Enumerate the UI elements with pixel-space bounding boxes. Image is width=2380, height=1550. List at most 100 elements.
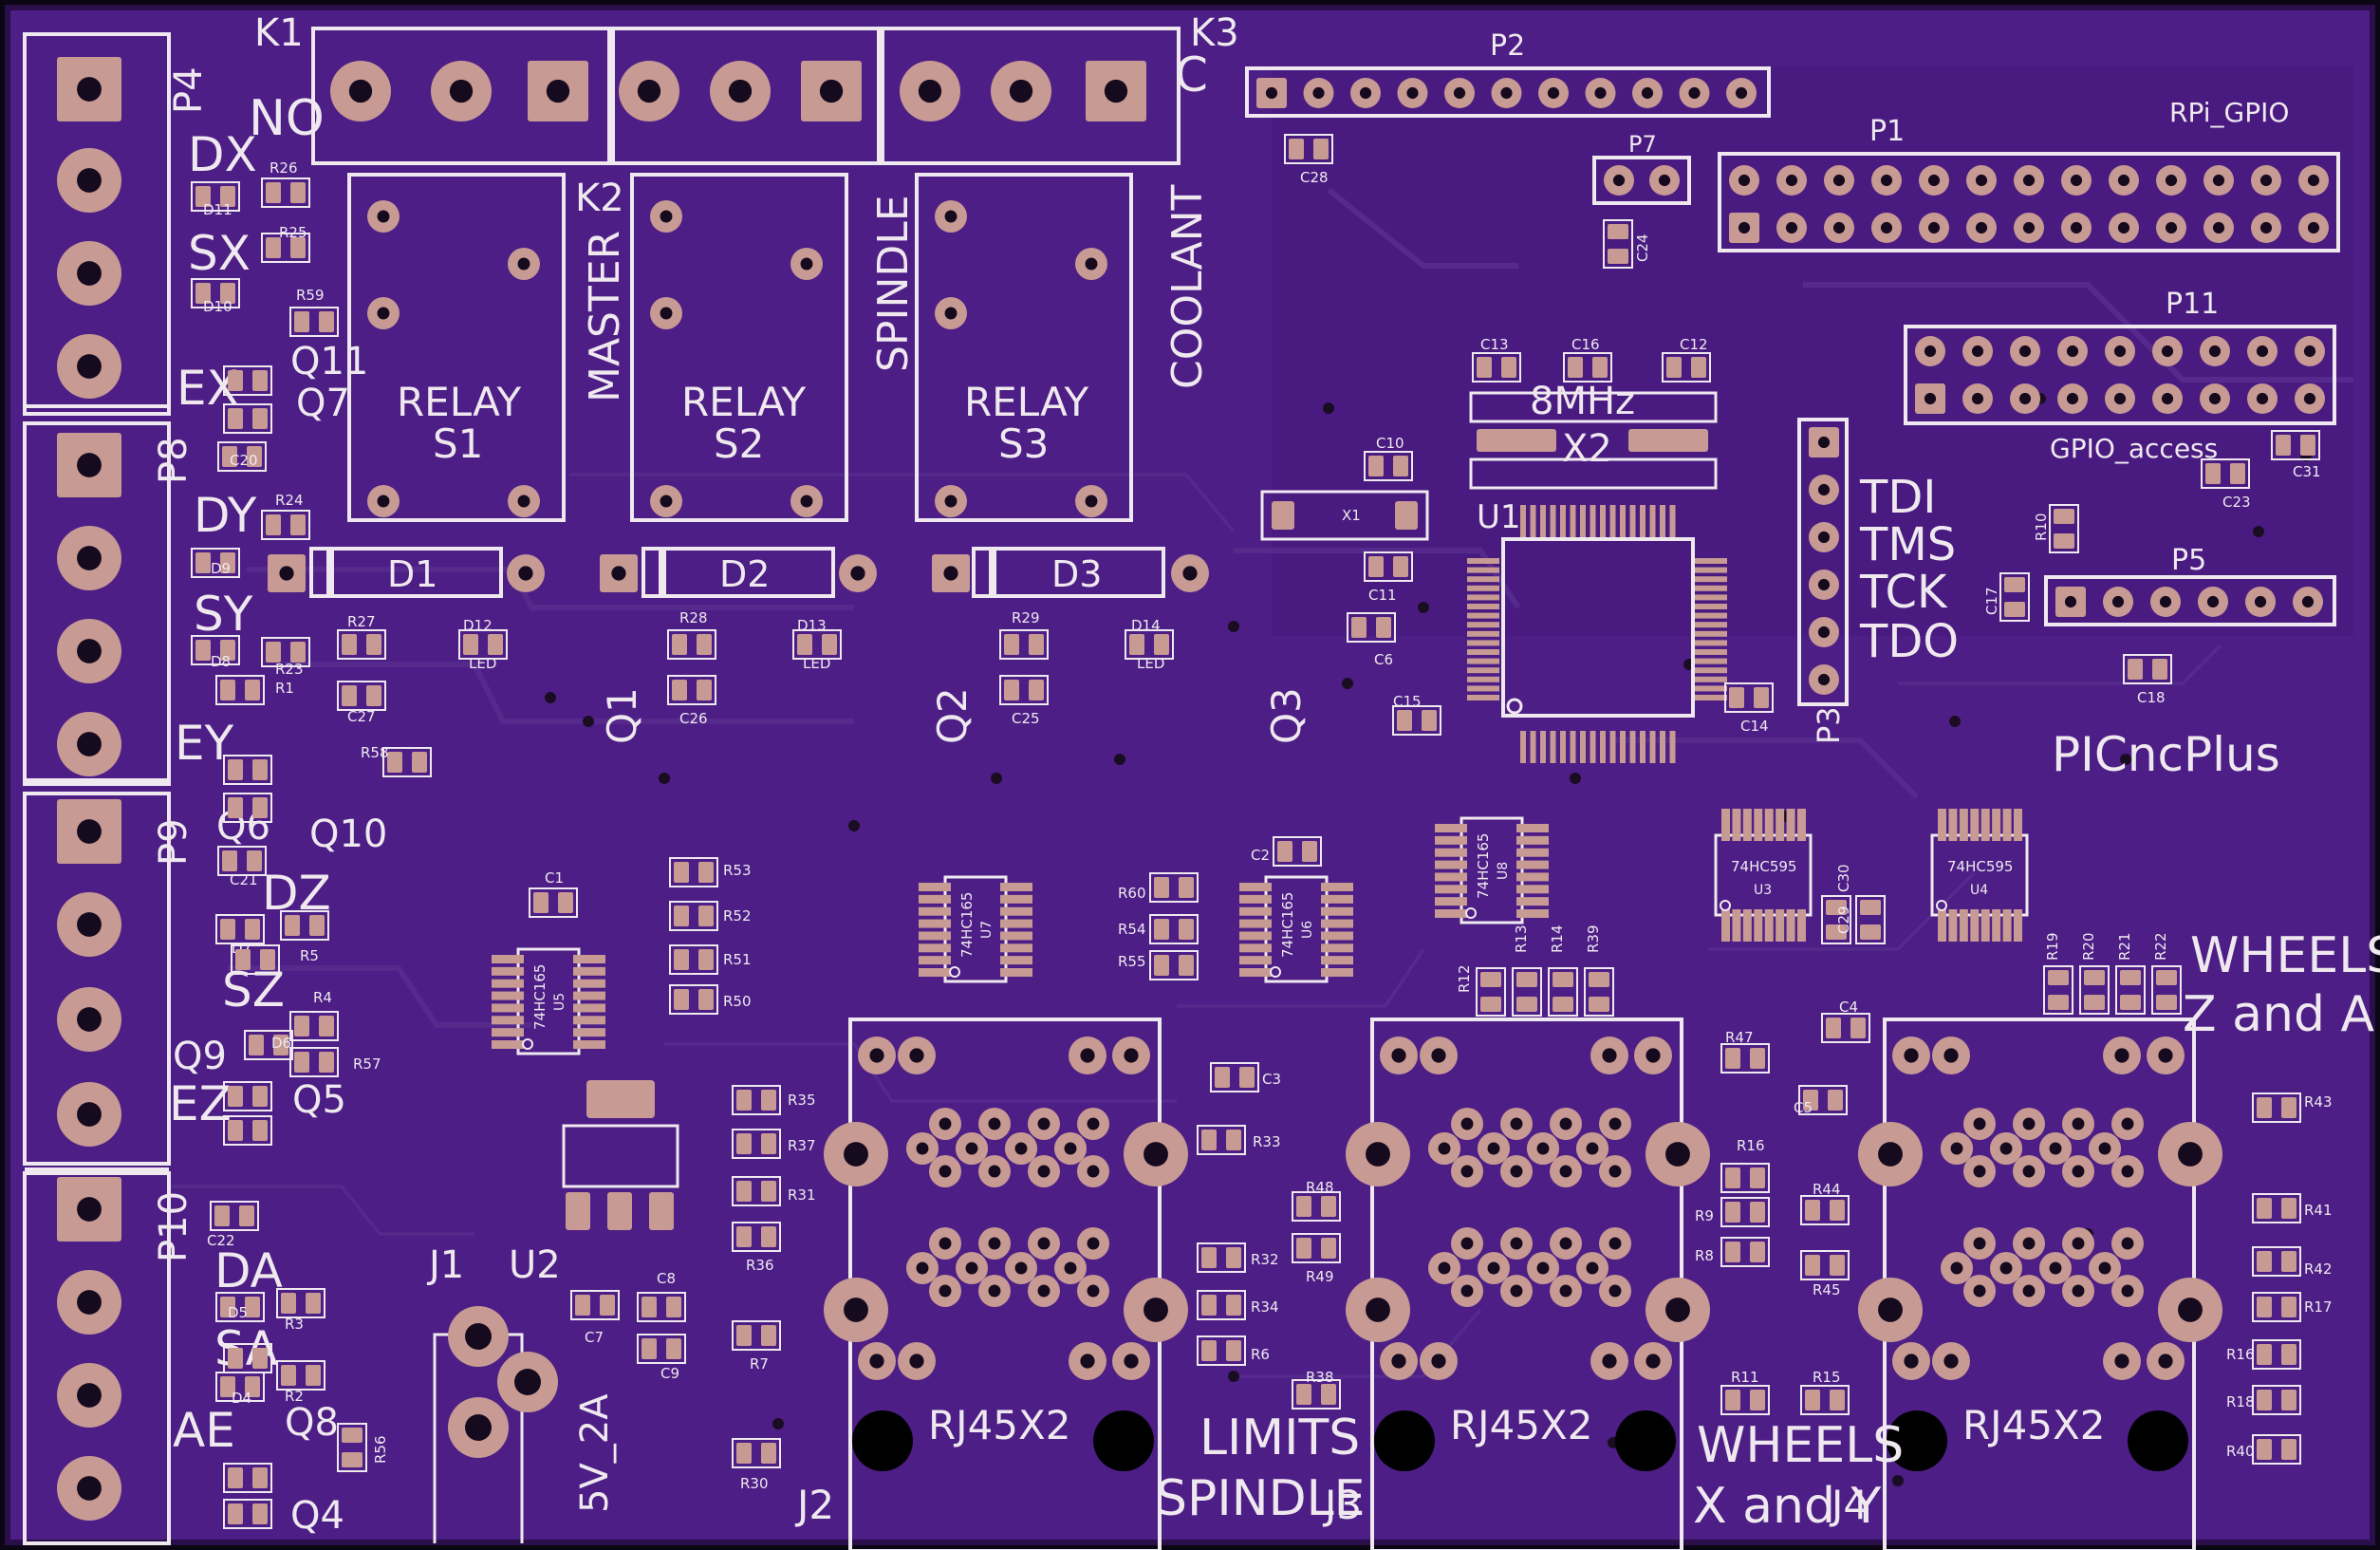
part-ref: R8 bbox=[1695, 1247, 1714, 1264]
part-ref: R2 bbox=[285, 1388, 304, 1405]
smd-part: C10 bbox=[1364, 435, 1413, 481]
rj45-pin bbox=[2111, 1227, 2144, 1260]
rj45-pin bbox=[1478, 1252, 1510, 1284]
ref-p5: P5 bbox=[2171, 544, 2206, 577]
part-ref: R6 bbox=[1251, 1346, 1270, 1363]
rj45-mount bbox=[1124, 1278, 1188, 1342]
part-ref: R25 bbox=[279, 224, 307, 241]
part-ref: R3 bbox=[285, 1316, 304, 1333]
smd-part: R7 bbox=[732, 1320, 781, 1373]
ref-p8: P8 bbox=[152, 437, 195, 484]
header-pin bbox=[1729, 213, 1759, 243]
rj45-pin bbox=[1054, 1132, 1087, 1165]
rj45-mount bbox=[2158, 1122, 2222, 1186]
rj45-shield bbox=[1380, 1342, 1418, 1380]
part-ref: R54 bbox=[1118, 921, 1146, 938]
diode-pads bbox=[268, 554, 1209, 592]
led-tag-2: LED bbox=[803, 655, 830, 672]
terminal-pad bbox=[57, 1363, 121, 1428]
smd-part: R53 bbox=[669, 857, 752, 887]
ref-k3: K3 bbox=[1190, 11, 1239, 55]
label-8mhz: 8MHz bbox=[1530, 380, 1635, 423]
connector-k3 bbox=[881, 27, 1181, 165]
smd-part: R36 bbox=[732, 1222, 781, 1274]
rj45-pin bbox=[2013, 1227, 2045, 1260]
part-ref: R33 bbox=[1253, 1133, 1281, 1150]
part-ref: C10 bbox=[1376, 435, 1404, 452]
relay-pads bbox=[367, 200, 1107, 517]
part-ref: C30 bbox=[1835, 864, 1852, 892]
diode-pad bbox=[600, 554, 638, 592]
smd-part: R26 bbox=[261, 159, 310, 208]
diode-pad bbox=[1171, 554, 1209, 592]
header-pin bbox=[1809, 475, 1839, 505]
rj45-pin bbox=[1077, 1227, 1109, 1260]
header-pin bbox=[1585, 78, 1616, 108]
part-ref: C14 bbox=[1740, 718, 1769, 735]
part-ref: C2 bbox=[1251, 847, 1270, 864]
smd-part bbox=[223, 1499, 272, 1529]
rj45-pin bbox=[2013, 1275, 2045, 1307]
connector-k2 bbox=[611, 27, 881, 165]
rj45-pin bbox=[929, 1227, 961, 1260]
label-gpio-access: GPIO_access bbox=[2050, 433, 2218, 464]
header-pin bbox=[1809, 427, 1839, 458]
smd-part: C14 bbox=[1724, 682, 1774, 735]
label-tdi: TDI bbox=[1859, 471, 1936, 524]
relay-pin bbox=[650, 485, 682, 517]
part-ref: R48 bbox=[1306, 1179, 1334, 1196]
ref-q3: Q3 bbox=[1263, 687, 1310, 744]
part-ref: R44 bbox=[1813, 1181, 1841, 1198]
header-pin bbox=[1632, 78, 1663, 108]
smd-part: R48 bbox=[1292, 1179, 1341, 1222]
smd-part: R52 bbox=[669, 901, 752, 931]
rj45-shield bbox=[1892, 1036, 1930, 1074]
rj45-mount bbox=[1646, 1278, 1710, 1342]
header-pin bbox=[2014, 165, 2044, 196]
part-ref: D5 bbox=[228, 1304, 248, 1321]
relay-connector-pad bbox=[1086, 61, 1146, 121]
part-ref: R45 bbox=[1813, 1281, 1841, 1298]
rj45-shield bbox=[1420, 1342, 1458, 1380]
part-ref: R39 bbox=[1585, 924, 1602, 953]
smd-part: R39 bbox=[1584, 924, 1614, 1017]
part-ref: C20 bbox=[230, 452, 258, 469]
terminal-pad bbox=[57, 892, 121, 957]
rj45-pin bbox=[906, 1252, 939, 1284]
rj45-pin bbox=[1550, 1275, 1582, 1307]
rj45-part-label: RJ45X2 bbox=[928, 1402, 1071, 1448]
header-pin bbox=[1491, 78, 1522, 108]
terminal-pad bbox=[57, 433, 121, 497]
part-ref: R18 bbox=[2226, 1393, 2255, 1410]
relay-connector-pad bbox=[991, 61, 1051, 121]
smd-part: R22 bbox=[2151, 932, 2182, 1015]
smd-part: C1 bbox=[529, 869, 578, 918]
part-ref: R29 bbox=[1012, 609, 1040, 626]
terminal-block-p4 bbox=[23, 32, 171, 416]
ref-k1: K1 bbox=[254, 11, 304, 55]
relay-s1: RELAY S1 bbox=[347, 173, 566, 522]
part-ref: C16 bbox=[1571, 336, 1600, 353]
smd-part: C27 bbox=[337, 681, 386, 725]
diode-pad bbox=[507, 554, 545, 592]
svg-text:74HC595: 74HC595 bbox=[1947, 858, 2013, 875]
header-p7 bbox=[1592, 156, 1691, 205]
header-pin bbox=[1824, 165, 1854, 196]
rj45-mount bbox=[1124, 1122, 1188, 1186]
header-pin bbox=[1871, 213, 1902, 243]
smd-part: D5 bbox=[215, 1292, 265, 1322]
svg-text:RELAY: RELAY bbox=[681, 379, 807, 425]
svg-text:74HC165: 74HC165 bbox=[1279, 892, 1296, 958]
smd-part: R30 bbox=[732, 1438, 781, 1492]
smd-part: R43 bbox=[2252, 1092, 2333, 1123]
smd-part: C7 bbox=[570, 1290, 620, 1346]
header-pin bbox=[2010, 383, 2040, 414]
rj45-mount bbox=[824, 1278, 888, 1342]
part-ref: C23 bbox=[2222, 494, 2251, 511]
ref-d14: D14 bbox=[1131, 617, 1161, 634]
header-pin bbox=[1729, 165, 1759, 196]
